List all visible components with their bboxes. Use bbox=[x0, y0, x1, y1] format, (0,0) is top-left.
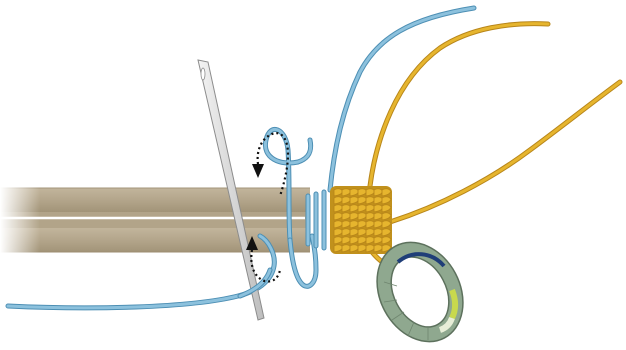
wrap-turn bbox=[381, 196, 392, 205]
blue-thread-front bbox=[237, 267, 273, 299]
wrap-turn bbox=[381, 228, 392, 237]
yellow-thread-tails bbox=[367, 21, 623, 275]
wrap-turn bbox=[381, 220, 392, 229]
rod bbox=[0, 186, 310, 254]
wrap-turn bbox=[381, 188, 392, 197]
arrow-down-icon bbox=[252, 164, 264, 178]
wrap-turn bbox=[381, 212, 392, 221]
direction-arrows bbox=[246, 132, 290, 283]
wrap-turn bbox=[381, 244, 392, 253]
needle bbox=[197, 59, 265, 321]
wrap-turn bbox=[381, 236, 392, 245]
arrow-up-icon bbox=[246, 236, 258, 250]
yellow-thread-wraps bbox=[330, 186, 392, 254]
guide-ring bbox=[376, 241, 464, 343]
wrap-turn bbox=[381, 204, 392, 213]
